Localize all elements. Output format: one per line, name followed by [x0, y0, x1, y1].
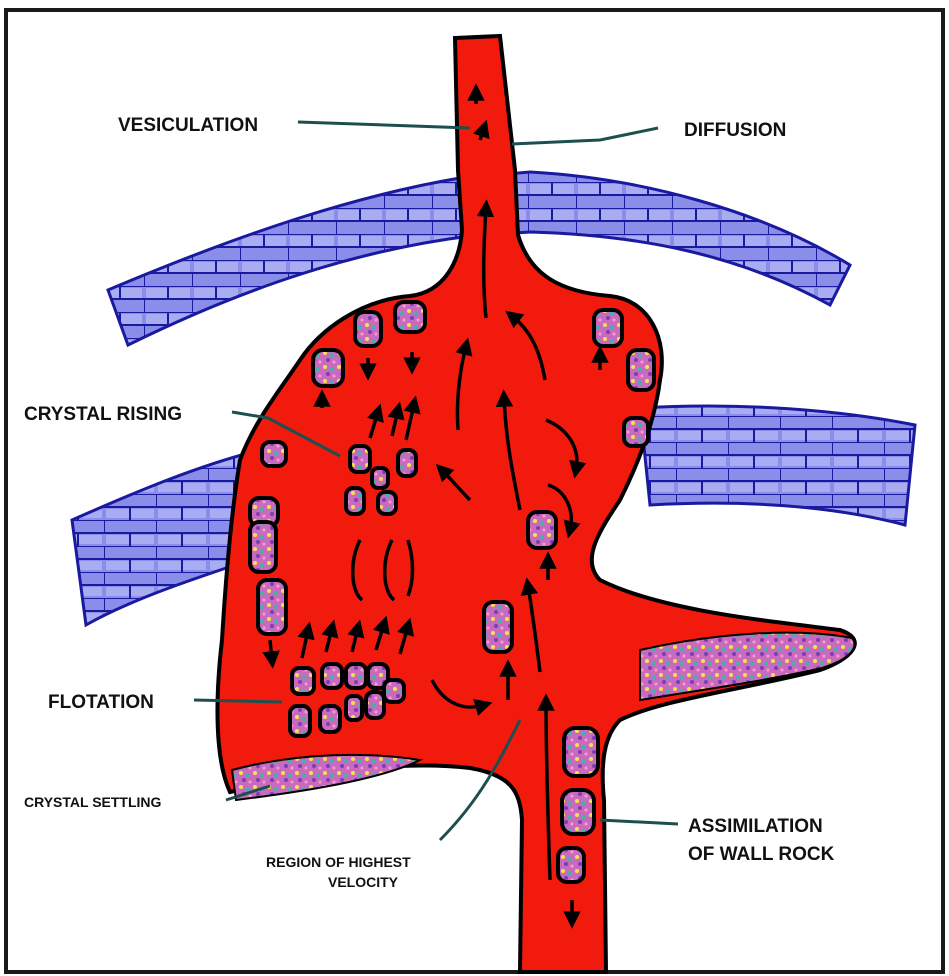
crystal [398, 450, 416, 476]
crystal [378, 492, 396, 514]
crystal [562, 790, 594, 834]
crystal [355, 312, 381, 346]
crystal [628, 350, 654, 390]
label-region-line1: REGION OF HIGHEST [266, 854, 411, 870]
label-assimilation-line1: ASSIMILATION [688, 816, 823, 837]
crystal [346, 696, 362, 720]
leader-flotation [194, 700, 282, 702]
crystal [528, 512, 556, 548]
crystal [320, 706, 340, 732]
crystal [624, 418, 648, 446]
crystal [395, 302, 425, 332]
crystal [322, 664, 342, 688]
label-assimilation-line2: OF WALL ROCK [688, 844, 835, 865]
crystal [384, 680, 404, 702]
crystal [313, 350, 343, 386]
crystal [350, 446, 370, 472]
crystal [346, 664, 366, 688]
crystal [366, 692, 384, 718]
flow-arrow [270, 640, 272, 660]
crystal [250, 522, 276, 572]
crystal [484, 602, 512, 652]
label-flotation: FLOTATION [48, 692, 154, 713]
crystal [292, 668, 314, 694]
crystal [258, 580, 286, 634]
label-vesiculation: VESICULATION [118, 115, 258, 136]
crystal [372, 468, 388, 488]
label-diffusion: DIFFUSION [684, 120, 786, 141]
crystal [594, 310, 622, 346]
crystal [262, 442, 286, 466]
crystal [558, 848, 584, 882]
label-crystal-rising: CRYSTAL RISING [24, 404, 182, 425]
crystal [346, 488, 364, 514]
crystal [290, 706, 310, 736]
label-region-line2: VELOCITY [328, 874, 399, 890]
label-crystal-settling: CRYSTAL SETTLING [24, 794, 162, 810]
crystal [564, 728, 598, 776]
